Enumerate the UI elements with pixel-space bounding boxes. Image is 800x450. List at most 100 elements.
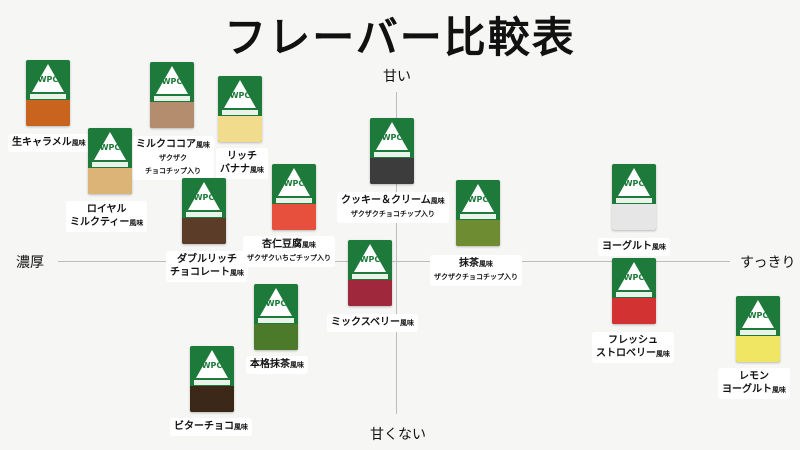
brand-logo-text: WPC <box>193 193 215 202</box>
brand-triangle-icon <box>618 168 650 196</box>
brand-logo-text: WPC <box>37 75 59 84</box>
vertical-axis-line <box>396 92 397 414</box>
flavor-label: レモンヨーグルト風味 <box>718 368 790 399</box>
brand-triangle-icon <box>188 182 220 210</box>
package-band <box>352 274 388 279</box>
product-package[interactable]: WPC <box>736 296 780 362</box>
axis-label-not-sweet: 甘くない <box>368 424 428 444</box>
product-photo <box>182 218 226 244</box>
package-band <box>258 318 294 323</box>
product-photo <box>150 102 194 128</box>
product-package[interactable]: WPC <box>456 180 500 246</box>
flavor-suffix: 風味 <box>234 423 248 431</box>
flavor-suffix: 風味 <box>250 166 264 174</box>
flavor-suffix: 風味 <box>430 197 445 205</box>
brand-logo-text: WPC <box>201 361 223 370</box>
flavor-suffix: 風味 <box>302 241 316 249</box>
flavor-name: 生キャラメル <box>12 137 72 148</box>
brand-triangle-icon <box>376 122 408 150</box>
product-package[interactable]: WPC <box>348 240 392 306</box>
package-band <box>30 94 66 99</box>
product-package[interactable]: WPC <box>612 258 656 324</box>
flavor-name: ミルクココア <box>136 139 196 150</box>
brand-logo-text: WPC <box>623 273 645 282</box>
product-package[interactable]: WPC <box>150 62 194 128</box>
brand-logo-text: WPC <box>623 179 645 188</box>
flavor-name: ダブルリッチ <box>177 254 237 265</box>
flavor-label: フレッシュストロベリー風味 <box>592 332 674 363</box>
flavor-suffix: 風味 <box>479 260 493 268</box>
product-package[interactable]: WPC <box>254 284 298 350</box>
brand-triangle-icon <box>354 244 386 272</box>
flavor-subtitle: ザクザクチョコチップ入り <box>350 210 435 218</box>
flavor-suffix: 風味 <box>656 350 670 358</box>
flavor-label: ヨーグルト風味 <box>598 238 670 256</box>
flavor-name: 杏仁豆腐 <box>262 239 302 250</box>
axis-label-light: すっきり <box>738 252 798 272</box>
package-band <box>374 152 410 157</box>
product-package[interactable]: WPC <box>88 128 132 194</box>
brand-triangle-icon <box>224 80 256 108</box>
page-title: フレーバー比較表 <box>224 13 576 62</box>
flavor-suffix: 風味 <box>71 139 86 147</box>
brand-logo-text: WPC <box>467 195 489 204</box>
axis-label-rich: 濃厚 <box>14 252 46 272</box>
product-package[interactable]: WPC <box>272 164 316 230</box>
package-band <box>460 214 496 219</box>
flavor-label: ミルクココア風味ザクザクチョコチップ入り <box>132 136 214 180</box>
product-package[interactable]: WPC <box>612 164 656 230</box>
brand-triangle-icon <box>618 262 650 290</box>
package-band <box>222 110 258 115</box>
product-photo <box>348 280 392 306</box>
brand-triangle-icon <box>156 66 188 94</box>
flavor-suffix: 風味 <box>400 319 414 327</box>
product-package[interactable]: WPC <box>218 76 262 142</box>
flavor-subtitle: チョコチップ入り <box>145 167 201 175</box>
flavor-name: リッチ <box>227 151 257 162</box>
product-photo <box>736 336 780 362</box>
product-photo <box>88 168 132 194</box>
flavor-name: 抹茶 <box>459 258 479 269</box>
package-band <box>92 162 128 167</box>
flavor-label: ダブルリッチチョコレート風味 <box>166 251 248 282</box>
flavor-subtitle: ザクザク <box>159 154 187 162</box>
package-band <box>194 380 230 385</box>
package-band <box>616 198 652 203</box>
flavor-name: レモン <box>739 371 769 382</box>
flavor-subtitle: ザクザクチョコチップ入り <box>434 273 518 281</box>
horizontal-axis-line <box>58 261 730 262</box>
flavor-label: ビターチョコ風味 <box>170 418 252 436</box>
flavor-name: ミックスベリー <box>331 317 400 328</box>
brand-logo-text: WPC <box>265 299 287 308</box>
flavor-label: 本格抹茶風味 <box>246 356 308 374</box>
product-package[interactable]: WPC <box>370 118 414 184</box>
flavor-name: ヨーグルト <box>602 241 652 252</box>
product-package[interactable]: WPC <box>190 346 234 412</box>
flavor-name: バナナ <box>220 164 250 175</box>
flavor-name: フレッシュ <box>608 335 658 346</box>
brand-triangle-icon <box>260 288 292 316</box>
product-photo <box>272 204 316 230</box>
flavor-name: 本格抹茶 <box>250 359 290 370</box>
product-photo <box>370 158 414 184</box>
brand-triangle-icon <box>94 132 126 160</box>
flavor-suffix: 風味 <box>129 219 144 227</box>
product-package[interactable]: WPC <box>182 178 226 244</box>
brand-logo-text: WPC <box>99 143 121 152</box>
brand-logo-text: WPC <box>747 311 769 320</box>
product-photo <box>456 220 500 246</box>
product-photo <box>190 386 234 412</box>
brand-logo-text: WPC <box>283 179 305 188</box>
flavor-label: 生キャラメル風味 <box>8 134 90 152</box>
brand-triangle-icon <box>742 300 774 328</box>
package-band <box>186 212 222 217</box>
brand-triangle-icon <box>278 168 310 196</box>
flavor-name: クッキー＆クリーム <box>341 195 431 206</box>
package-band <box>276 198 312 203</box>
product-photo <box>612 298 656 324</box>
flavor-label: ロイヤルミルクティー風味 <box>66 201 148 232</box>
flavor-label: ミックスベリー風味 <box>327 314 418 332</box>
product-package[interactable]: WPC <box>26 60 70 126</box>
flavor-suffix: 風味 <box>196 141 210 149</box>
flavor-name: ロイヤル <box>86 204 127 215</box>
